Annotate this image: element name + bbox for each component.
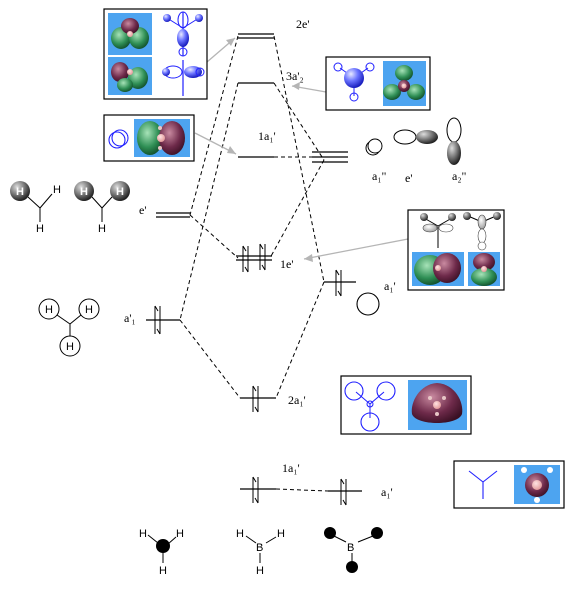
label-2a1: 2a₁' xyxy=(288,393,306,407)
svg-text:H: H xyxy=(66,341,74,353)
orbital-sketch-1a1-core xyxy=(468,470,498,499)
label-1e: 1e' xyxy=(280,257,294,271)
svg-text:B: B xyxy=(256,542,263,554)
b-py-orbital-icon xyxy=(446,117,462,165)
svg-text:H: H xyxy=(80,186,88,198)
svg-text:H: H xyxy=(98,223,106,235)
svg-text:H: H xyxy=(277,528,285,540)
label-b-a1pp: a₁" xyxy=(372,169,387,183)
b-level-p xyxy=(312,151,348,163)
orbital-box-1a1-core xyxy=(453,460,565,509)
label-b-a1p: a₁' xyxy=(384,279,396,293)
svg-text:H: H xyxy=(256,565,264,577)
label-3a2: 3a'₂ xyxy=(286,69,304,83)
h3-fragment-structure: H H H xyxy=(139,528,184,577)
h3-e-orbital-b: H H H xyxy=(74,181,130,235)
mo-level-2a1 xyxy=(240,385,276,413)
b-2s-orbital-icon xyxy=(356,292,380,316)
orbital-sketch-1a1 xyxy=(108,129,129,149)
orbital-box-3a2 xyxy=(325,56,431,111)
pointer-arrows xyxy=(194,37,409,262)
correlation-lines xyxy=(179,35,329,492)
orbital-box-2e xyxy=(103,8,208,100)
b-px-orbital-icon xyxy=(393,129,438,145)
svg-text:B: B xyxy=(347,542,354,554)
orbital-sketch-2e-a xyxy=(163,11,203,57)
h3-level-a1 xyxy=(146,305,180,335)
label-h3-a1: a'₁ xyxy=(124,311,136,325)
label-1a1: 1a₁' xyxy=(258,129,276,143)
mo-level-1e xyxy=(236,243,272,273)
b-level-2s xyxy=(324,269,356,297)
b-level-1s xyxy=(328,478,362,506)
orbital-box-1e xyxy=(407,209,505,291)
svg-text:H: H xyxy=(16,186,24,198)
orbital-sketch-2a1 xyxy=(344,381,396,432)
b-fragment-structure: B xyxy=(324,527,383,573)
orbital-sketch-1e-b xyxy=(463,212,501,251)
svg-text:H: H xyxy=(176,528,184,540)
h3-e-orbital-a: H H H xyxy=(10,181,61,235)
orbital-box-1a1 xyxy=(103,114,195,162)
svg-text:H: H xyxy=(139,528,147,540)
orbital-sketch-2e-b xyxy=(162,60,205,96)
orbital-sketch-1e-a xyxy=(420,213,456,248)
h3-level-e xyxy=(156,212,190,218)
svg-text:H: H xyxy=(85,304,93,316)
label-1a1-core: 1a₁' xyxy=(282,461,300,475)
svg-text:H: H xyxy=(159,565,167,577)
svg-text:H: H xyxy=(53,184,61,196)
svg-text:H: H xyxy=(116,186,124,198)
svg-text:H: H xyxy=(36,223,44,235)
h3-a1-orbital: H H H xyxy=(38,298,100,357)
mo-level-2e xyxy=(238,33,274,39)
orbital-box-2a1 xyxy=(340,375,472,435)
orbital-sketch-3a2 xyxy=(333,62,375,102)
label-b-a2pp: a₂" xyxy=(452,169,467,183)
label-b-e: e' xyxy=(405,171,413,185)
bh3-structure: H B H H xyxy=(236,528,285,577)
label-2e: 2e' xyxy=(296,17,310,31)
svg-text:H: H xyxy=(236,528,244,540)
svg-text:H: H xyxy=(45,304,53,316)
label-h3-e: e' xyxy=(139,203,147,217)
label-b-a1p-core: a₁' xyxy=(381,485,393,499)
b-pz-orbital-icon xyxy=(365,138,383,156)
mo-level-1a1-core xyxy=(240,476,276,504)
